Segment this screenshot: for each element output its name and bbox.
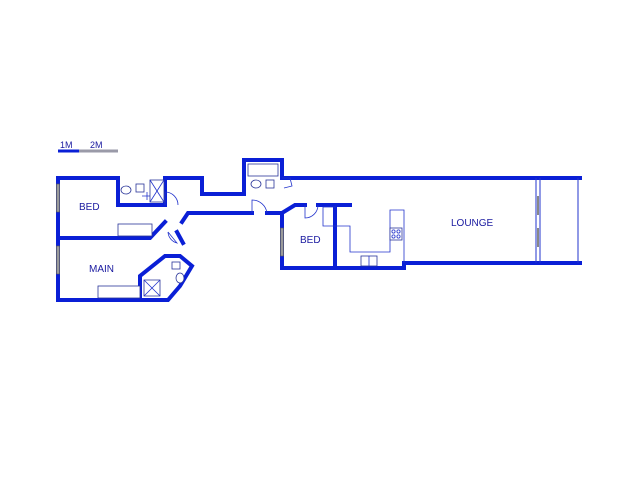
toilet-ensuite-1 xyxy=(120,185,132,195)
door-bathroom xyxy=(282,177,293,189)
basin-ensuite-1 xyxy=(135,183,145,193)
room-label-bed-1: BED xyxy=(79,202,100,213)
bath xyxy=(247,163,279,177)
scale-label-1m: 1M xyxy=(60,140,73,150)
basin-ensuite-main xyxy=(171,261,181,270)
window-bed-1 xyxy=(56,183,60,213)
room-label-bed-2: BED xyxy=(300,235,321,246)
window-main xyxy=(56,245,60,275)
windows xyxy=(56,183,284,275)
scale-label-2m: 2M xyxy=(90,140,103,150)
toilet-bathroom xyxy=(250,179,262,189)
doors xyxy=(142,177,319,244)
room-label-lounge: LOUNGE xyxy=(451,218,494,229)
stove xyxy=(389,227,403,241)
scale-bar: 1M 2M xyxy=(58,140,118,153)
door-bed-2 xyxy=(304,204,319,219)
toilet-ensuite-main xyxy=(175,272,185,284)
room-label-main: MAIN xyxy=(89,264,114,275)
door-bed-1 xyxy=(164,191,179,206)
window-bed-2 xyxy=(280,227,284,257)
door-main xyxy=(167,231,179,244)
basin-bathroom xyxy=(265,179,275,189)
door-hall xyxy=(251,199,268,214)
cupboard-bed-1 xyxy=(117,223,153,237)
cupboard-main xyxy=(97,285,141,299)
kitchen-counter xyxy=(322,206,405,263)
fixtures xyxy=(97,163,405,299)
room-labels: BED MAIN BED LOUNGE xyxy=(79,202,494,275)
walls xyxy=(56,158,582,302)
sliding-doors xyxy=(535,178,579,263)
